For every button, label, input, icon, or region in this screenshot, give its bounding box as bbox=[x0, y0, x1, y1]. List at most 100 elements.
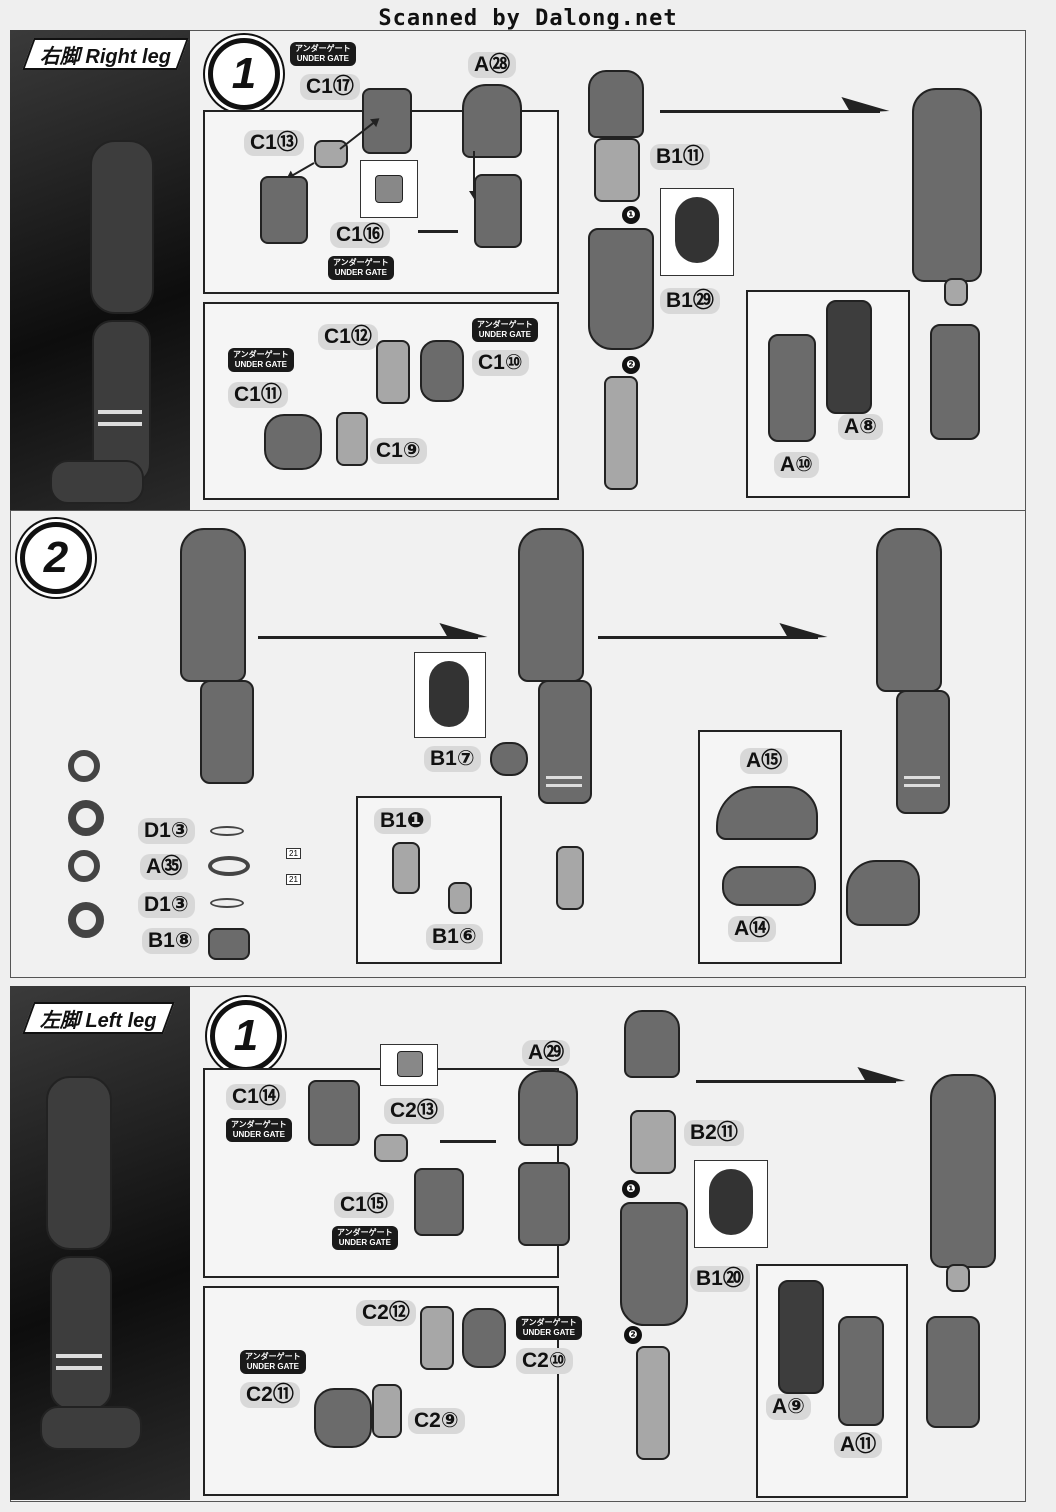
thigh-cover-part bbox=[462, 84, 522, 158]
step-progress-arrow bbox=[598, 636, 818, 639]
watermark: Scanned by Dalong.net bbox=[378, 6, 678, 31]
thigh-top-part bbox=[588, 70, 644, 138]
leg-stage2-shin bbox=[538, 680, 592, 804]
knee-joint-part bbox=[260, 176, 308, 244]
knee-cap-part bbox=[308, 1080, 360, 1146]
knee-assembled-part bbox=[518, 1162, 570, 1246]
part-label: A㉙ bbox=[522, 1040, 571, 1066]
a35-washer bbox=[208, 856, 250, 876]
leg-stage3-thigh bbox=[876, 528, 942, 692]
part-label: B1⑦ bbox=[424, 746, 481, 772]
part-label: B1⑪ bbox=[650, 144, 710, 170]
step-progress-arrow bbox=[258, 636, 478, 639]
part-label: A⑮ bbox=[740, 748, 789, 774]
page-ref: 21 bbox=[286, 874, 301, 885]
detail-inset bbox=[380, 1044, 438, 1086]
washer-view bbox=[68, 750, 100, 782]
thigh-hinge-part bbox=[944, 278, 968, 306]
lower-thigh-part bbox=[620, 1202, 688, 1326]
knee-assembled-part bbox=[474, 174, 522, 248]
knee-hinge-part bbox=[636, 1346, 670, 1460]
part-label: B1⑥ bbox=[426, 924, 483, 950]
part-label: C2⑨ bbox=[408, 1408, 465, 1434]
ankle-hinge-part bbox=[420, 1306, 454, 1370]
part-label: A⑪ bbox=[834, 1432, 883, 1458]
part-label: B1㉙ bbox=[660, 288, 720, 314]
part-label: C1⑮ bbox=[334, 1192, 394, 1218]
a14-sole bbox=[722, 866, 816, 906]
ankle-pin-part bbox=[372, 1384, 402, 1438]
right-leg-step2-number: 2 bbox=[20, 522, 92, 594]
shin-back-part bbox=[826, 300, 872, 414]
knee-cap-part bbox=[362, 88, 412, 154]
b11-hinge bbox=[392, 842, 420, 894]
order-marker: ❷ bbox=[624, 1326, 642, 1344]
order-marker: ❷ bbox=[622, 356, 640, 374]
washer-view bbox=[68, 800, 104, 836]
knee-joint-part bbox=[414, 1168, 464, 1236]
washer-view bbox=[68, 902, 104, 938]
part-label: C1⑯ bbox=[330, 222, 390, 248]
d1-washer bbox=[210, 898, 244, 908]
part-label: B2⑪ bbox=[684, 1120, 744, 1146]
shin-back-part bbox=[778, 1280, 824, 1394]
shin-top-part bbox=[926, 1316, 980, 1428]
left-leg-title: 左脚 Left leg bbox=[40, 1009, 157, 1032]
part-label: C2⑫ bbox=[356, 1300, 416, 1326]
detail-inset bbox=[694, 1160, 768, 1248]
step-arrow bbox=[418, 230, 458, 233]
order-marker: ❶ bbox=[622, 1180, 640, 1198]
thigh-cover-part bbox=[518, 1070, 578, 1146]
detail-inset bbox=[360, 160, 418, 218]
step-arrow bbox=[440, 1140, 496, 1143]
part-label: C2⑬ bbox=[384, 1098, 444, 1124]
detail-inset bbox=[660, 188, 734, 276]
left-leg-step1-number: 1 bbox=[210, 1000, 282, 1072]
hip-joint-part bbox=[594, 138, 640, 202]
right-leg-step1-number: 1 bbox=[208, 38, 280, 110]
b17-cover bbox=[490, 742, 528, 776]
part-label: C1⑬ bbox=[244, 130, 304, 156]
part-label: C1⑪ bbox=[228, 382, 288, 408]
knee-hinge-part bbox=[604, 376, 638, 490]
a15-shoe-top bbox=[716, 786, 818, 840]
b18-cap bbox=[208, 928, 250, 960]
part-label: C1⑰ bbox=[300, 74, 360, 100]
part-label: A⑭ bbox=[728, 916, 777, 942]
step-progress-arrow bbox=[660, 110, 880, 113]
assembled-thigh-part bbox=[930, 1074, 996, 1268]
part-label: C1⑨ bbox=[370, 438, 427, 464]
assembled-thigh-part bbox=[912, 88, 982, 282]
part-label: D1③ bbox=[138, 818, 195, 844]
leg-stage1-thigh bbox=[180, 528, 246, 682]
leg-stage1-shin bbox=[200, 680, 254, 784]
page-ref: 21 bbox=[286, 848, 301, 859]
step-progress-arrow bbox=[696, 1080, 896, 1083]
hip-joint-part bbox=[630, 1110, 676, 1174]
shin-top-part bbox=[930, 324, 980, 440]
lower-thigh-part bbox=[588, 228, 654, 350]
leg-stage3-shin bbox=[896, 690, 950, 814]
shin-front-part bbox=[768, 334, 816, 442]
detail-inset bbox=[414, 652, 486, 738]
part-label: A⑩ bbox=[774, 452, 819, 478]
b16-pin bbox=[448, 882, 472, 914]
ankle-cover-part bbox=[314, 1388, 372, 1448]
joint-part bbox=[314, 140, 348, 168]
thigh-top-part bbox=[624, 1010, 680, 1078]
ankle-block-part bbox=[420, 340, 464, 402]
part-label: D1③ bbox=[138, 892, 195, 918]
right-leg-title-banner: 右脚 Right leg bbox=[22, 38, 189, 70]
joint-part bbox=[374, 1134, 408, 1162]
part-label: C2⑩ bbox=[516, 1348, 573, 1374]
part-label: A⑧ bbox=[838, 414, 883, 440]
part-label: C1⑩ bbox=[472, 350, 529, 376]
